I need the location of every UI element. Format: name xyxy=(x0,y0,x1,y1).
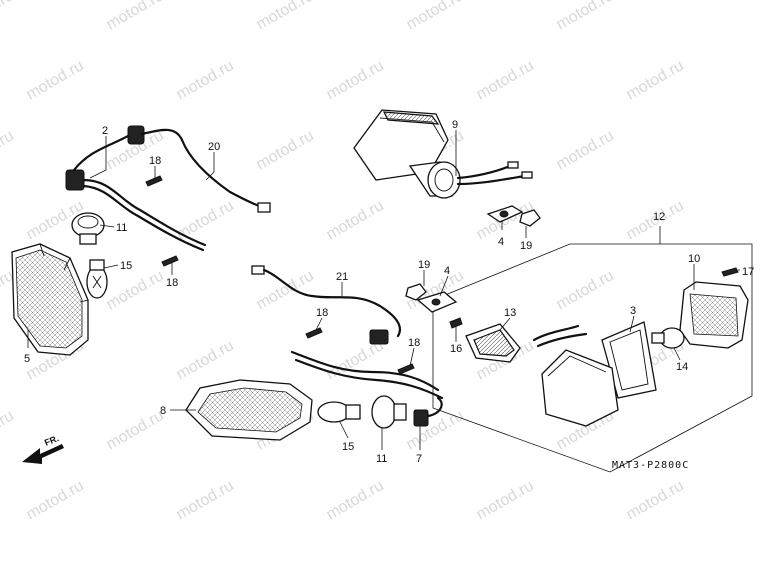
watermark-text: motod.ru xyxy=(554,267,617,313)
nut-19-upper xyxy=(519,209,541,227)
watermark-text: motod.ru xyxy=(554,127,617,173)
watermark-text: motod.ru xyxy=(24,57,87,103)
watermark-text: motod.ru xyxy=(104,0,167,33)
watermark-text: motod.ru xyxy=(174,57,237,103)
callout-3: 3 xyxy=(630,305,636,317)
rear-signal-9 xyxy=(353,109,533,199)
socket-11-lower xyxy=(371,395,407,429)
watermark-text: motod.ru xyxy=(324,477,387,523)
harness-20 xyxy=(180,138,271,213)
callout-labels: 2 20 18 11 15 18 5 9 4 19 12 10 17 21 19… xyxy=(24,119,754,465)
watermark-text: motod.ru xyxy=(104,407,167,453)
harness-2 xyxy=(65,125,207,252)
watermark-text: motod.ru xyxy=(474,477,537,523)
watermark-text: motod.ru xyxy=(624,477,687,523)
housing-13 xyxy=(532,324,619,427)
callout-19-upper: 19 xyxy=(520,240,532,252)
watermark-text: motod.ru xyxy=(0,407,17,453)
watermark-text: motod.ru xyxy=(254,0,317,33)
wire-lower xyxy=(290,350,444,427)
watermark-text: motod.ru xyxy=(104,267,167,313)
callout-20: 20 xyxy=(208,141,220,153)
grommet-4-upper xyxy=(486,205,524,223)
callout-9: 9 xyxy=(452,119,458,131)
callout-4-lower: 4 xyxy=(444,265,450,277)
callout-18-a: 18 xyxy=(316,307,328,319)
bulb-15-upper xyxy=(86,259,108,299)
screw-18-mid xyxy=(161,255,179,267)
front-right-lens-8 xyxy=(185,379,313,441)
callout-15-upper: 15 xyxy=(120,260,132,272)
nut-19-lower xyxy=(405,283,427,301)
callout-17: 17 xyxy=(742,266,754,278)
bulb-15-lower xyxy=(317,401,361,423)
callout-8: 8 xyxy=(160,405,166,417)
callout-11-upper: 11 xyxy=(116,222,127,234)
callout-4-upper: 4 xyxy=(498,236,504,248)
watermark-text: motod.ru xyxy=(174,477,237,523)
watermark-text: motod.ru xyxy=(174,197,237,243)
watermark-text: motod.ru xyxy=(0,127,17,173)
callout-12: 12 xyxy=(653,211,665,223)
harness-21 xyxy=(251,265,402,345)
front-direction-arrow-icon xyxy=(22,444,64,464)
callout-19-lower: 19 xyxy=(418,259,430,271)
callout-15-lower: 15 xyxy=(342,441,354,453)
watermark-text: motod.ru xyxy=(0,0,17,33)
screw-17 xyxy=(721,267,739,277)
gasket-3 xyxy=(601,321,657,399)
callout-2: 2 xyxy=(102,125,108,137)
socket-11-upper xyxy=(71,212,105,245)
watermark-text: motod.ru xyxy=(554,0,617,33)
callout-7: 7 xyxy=(416,453,422,465)
screw-18-b xyxy=(397,363,415,375)
callout-18-b: 18 xyxy=(408,337,420,349)
watermark-text: motod.ru xyxy=(324,57,387,103)
watermark-text: motod.ru xyxy=(254,127,317,173)
assembly-box-12 xyxy=(432,226,753,473)
boot-13 xyxy=(465,323,521,363)
watermark-text: motod.ru xyxy=(324,197,387,243)
screw-18-upper xyxy=(145,175,163,187)
watermark-text: motod.ru xyxy=(624,57,687,103)
callout-11-lower: 11 xyxy=(376,453,387,465)
callout-21: 21 xyxy=(336,271,348,283)
screw-16 xyxy=(449,317,463,329)
watermark-text: motod.ru xyxy=(24,477,87,523)
watermark-text: motod.ru xyxy=(404,0,467,33)
screw-18-a xyxy=(305,327,323,339)
watermark-text: motod.ru xyxy=(474,57,537,103)
callout-16: 16 xyxy=(450,343,462,355)
callout-18-mid: 18 xyxy=(166,277,178,289)
callout-14: 14 xyxy=(676,361,688,373)
direction-label: FR. xyxy=(43,433,60,448)
watermark-text: motod.ru xyxy=(174,337,237,383)
leader-lines xyxy=(27,130,740,450)
callout-13: 13 xyxy=(504,307,516,319)
front-left-lens-5 xyxy=(11,243,89,356)
callout-18-upper: 18 xyxy=(149,155,161,167)
callout-5: 5 xyxy=(24,353,30,365)
diagram-code: MAT3-P2800C xyxy=(612,460,689,471)
bulb-14 xyxy=(651,327,685,349)
grommet-4-lower xyxy=(416,291,458,313)
callout-10: 10 xyxy=(688,253,700,265)
lens-10 xyxy=(679,281,749,349)
